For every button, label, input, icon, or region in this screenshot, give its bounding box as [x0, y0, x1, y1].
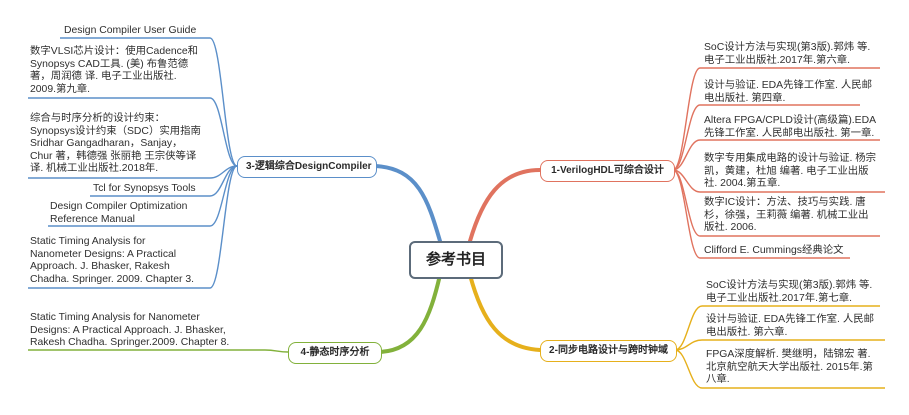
verilog-ref-4[interactable]: 数字专用集成电路的设计与验证. 杨宗 凯，黄建，杜旭 编著. 电子工业出版 社.… — [704, 153, 877, 190]
logic-ref-6[interactable]: Static Timing Analysis for Nanometer Des… — [30, 236, 195, 285]
verilog-ref-1[interactable]: SoC设计方法与实现(第3版).郭炜 等. 电子工业出版社.2017年.第六章. — [704, 42, 871, 66]
central-topic[interactable]: 参考书目 — [409, 241, 503, 279]
branch-sync[interactable]: 2-同步电路设计与跨时钟域 — [540, 340, 677, 362]
logic-ref-1[interactable]: Design Compiler User Guide — [64, 25, 197, 36]
trunk-sync — [468, 273, 542, 352]
trunk-sta — [378, 273, 442, 354]
verilog-ref-5[interactable]: 数字IC设计：方法、技巧与实践. 唐 杉，徐强，王莉薇 编著. 机械工业出 版社… — [704, 197, 869, 234]
sync-ref-1[interactable]: SoC设计方法与实现(第3版).郭炜 等. 电子工业出版社.2017年.第七章. — [706, 280, 873, 304]
trunk-verilog — [468, 168, 542, 243]
branch-sta[interactable]: 4-静态时序分析 — [288, 342, 382, 364]
sync-ref-2[interactable]: 设计与验证. EDA先锋工作室. 人民邮 电出版社. 第六章. — [706, 314, 874, 338]
branch-verilog[interactable]: 1-VerilogHDL可综合设计 — [540, 160, 675, 182]
branch-logic[interactable]: 3-逻辑综合DesignCompiler — [237, 156, 377, 178]
logic-ref-3[interactable]: 综合与时序分析的设计约束： Synopsys设计约束（SDC）实用指南 Srid… — [30, 113, 201, 175]
verilog-ref-2[interactable]: 设计与验证. EDA先锋工作室. 人民邮 电出版社. 第四章. — [704, 80, 872, 104]
logic-ref-5[interactable]: Design Compiler Optimization Reference M… — [50, 201, 188, 225]
sync-ref-3[interactable]: FPGA深度解析. 樊继明，陆锦宏 著. 北京航空航天大学出版社. 2015年.… — [706, 349, 873, 386]
sta-ref-1[interactable]: Static Timing Analysis for Nanometer Des… — [30, 312, 230, 349]
verilog-ref-3[interactable]: Altera FPGA/CPLD设计(高级篇).EDA 先锋工作室. 人民邮电出… — [704, 115, 877, 139]
verilog-ref-6[interactable]: Clifford E. Cummings经典论文 — [704, 245, 844, 256]
logic-ref-4[interactable]: Tcl for Synopsys Tools — [93, 183, 196, 194]
logic-ref-2[interactable]: 数字VLSI芯片设计：使用Cadence和 Synopsys CAD工具. (美… — [30, 46, 199, 95]
trunk-logic — [373, 164, 442, 243]
